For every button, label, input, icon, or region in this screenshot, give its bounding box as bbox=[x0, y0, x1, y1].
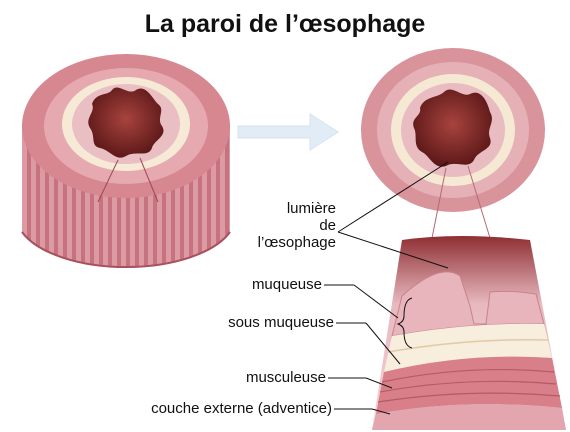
label-sous-muqueuse: sous muqueuse bbox=[186, 314, 334, 331]
tube-3d bbox=[22, 54, 230, 267]
label-muqueuse: muqueuse bbox=[230, 276, 322, 293]
label-couche-externe: couche externe (adventice) bbox=[92, 400, 332, 417]
arrow-icon bbox=[238, 114, 338, 150]
wall-wedge bbox=[372, 236, 566, 430]
cross-section bbox=[361, 48, 545, 238]
label-musculeuse: musculeuse bbox=[216, 369, 326, 386]
label-lumiere: lumière de l’œsophage bbox=[232, 200, 336, 251]
tube-lumen bbox=[88, 87, 163, 157]
